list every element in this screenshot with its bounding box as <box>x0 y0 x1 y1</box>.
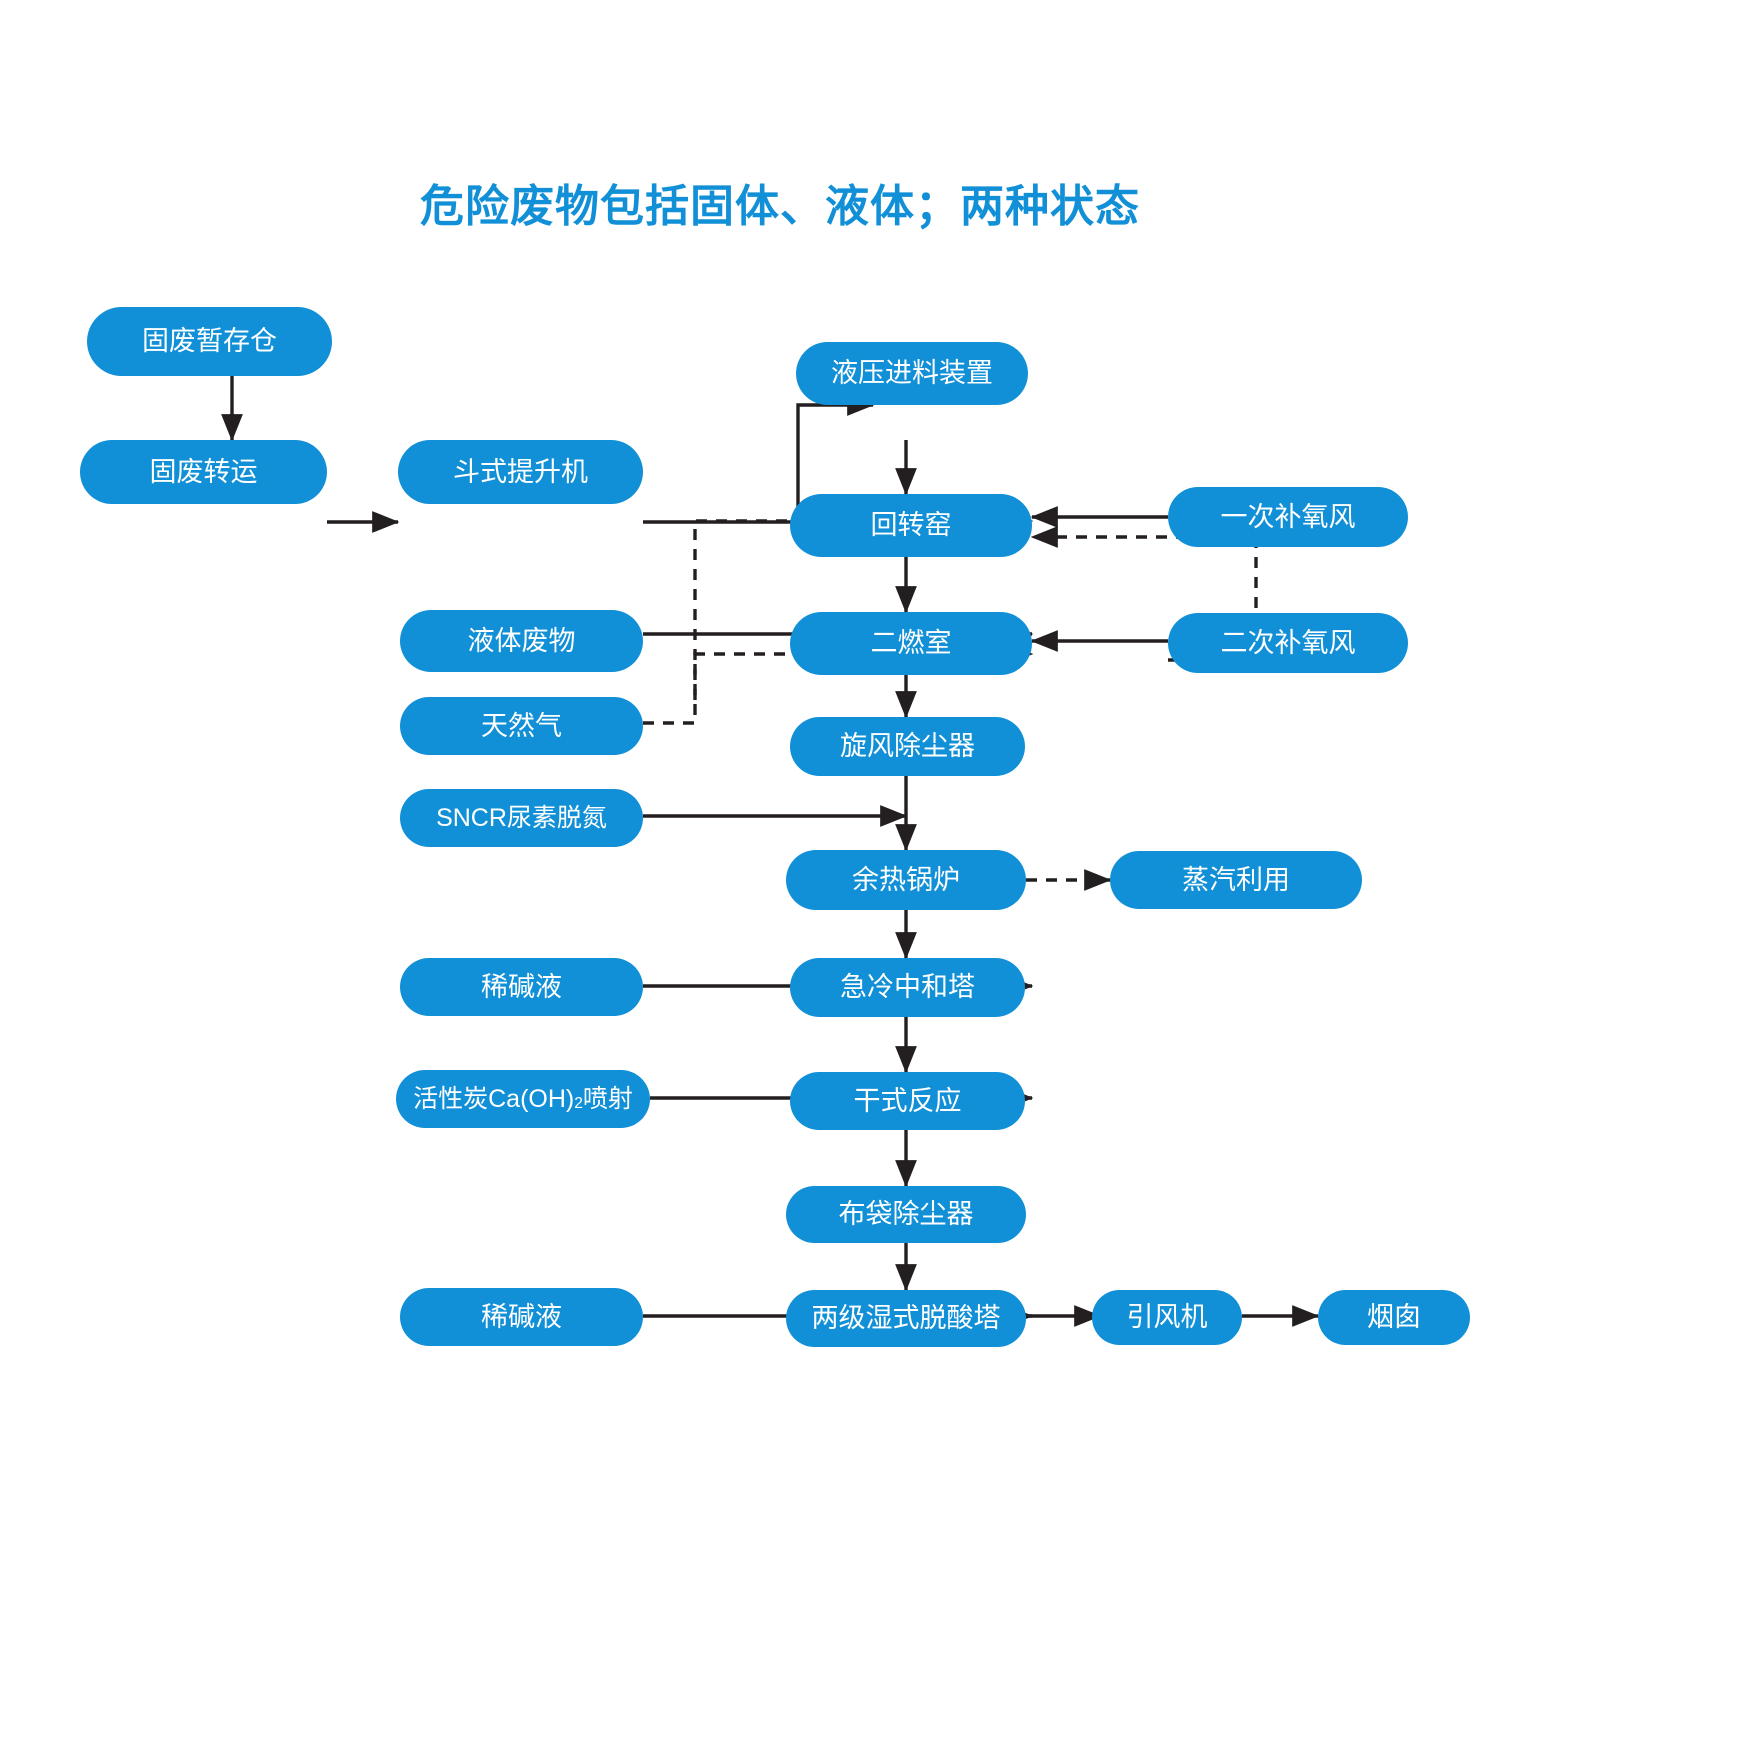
node-natural-gas[interactable]: 天然气 <box>400 697 643 755</box>
node-two-stage-wet-deacid-tower[interactable]: 两级湿式脱酸塔 <box>786 1290 1026 1347</box>
node-dilute-alkali-upper[interactable]: 稀碱液 <box>400 958 643 1016</box>
node-induced-draft-fan[interactable]: 引风机 <box>1092 1290 1242 1345</box>
node-secondary-oxygen-air[interactable]: 二次补氧风 <box>1168 613 1408 673</box>
node-solid-transfer[interactable]: 固废转运 <box>80 440 327 504</box>
node-cyclone-dust-collector[interactable]: 旋风除尘器 <box>790 717 1025 776</box>
node-dilute-alkali-lower[interactable]: 稀碱液 <box>400 1288 643 1346</box>
node-waste-heat-boiler[interactable]: 余热锅炉 <box>786 850 1026 910</box>
node-chimney[interactable]: 烟囱 <box>1318 1290 1470 1345</box>
node-steam-utilization[interactable]: 蒸汽利用 <box>1110 851 1362 909</box>
node-liquid-waste[interactable]: 液体废物 <box>400 610 643 672</box>
node-sncr-urea-denitrification[interactable]: SNCR尿素脱氮 <box>400 789 643 847</box>
node-second-combustion[interactable]: 二燃室 <box>790 612 1032 675</box>
activated-carbon-prefix: 活性炭Ca(OH) <box>413 1084 575 1113</box>
node-solid-storage[interactable]: 固废暂存仓 <box>87 307 332 376</box>
node-dry-reaction[interactable]: 干式反应 <box>790 1072 1025 1130</box>
node-rotary-kiln[interactable]: 回转窑 <box>790 494 1032 557</box>
page-title: 危险废物包括固体、液体；两种状态 <box>420 182 1140 231</box>
node-quench-neutralization-tower[interactable]: 急冷中和塔 <box>790 958 1025 1017</box>
node-bucket-elevator[interactable]: 斗式提升机 <box>398 440 643 504</box>
node-bag-filter[interactable]: 布袋除尘器 <box>786 1186 1026 1243</box>
activated-carbon-suffix: 喷射 <box>582 1084 633 1113</box>
node-hydraulic-feeder[interactable]: 液压进料装置 <box>796 342 1028 405</box>
node-primary-oxygen-air[interactable]: 一次补氧风 <box>1168 487 1408 547</box>
activated-carbon-subscript: 2 <box>574 1095 583 1113</box>
